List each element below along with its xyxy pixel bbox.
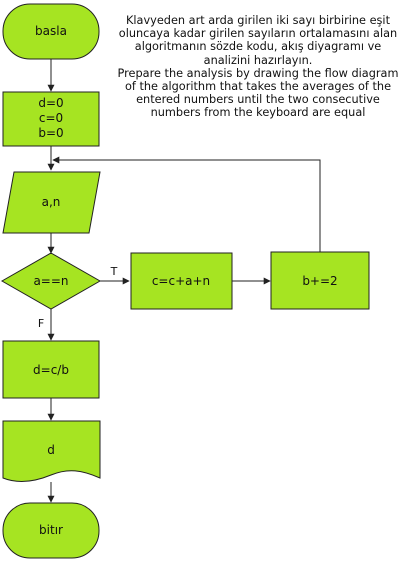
sum-node-label: c=c+a+n <box>152 274 210 288</box>
init-line-2: c=0 <box>39 111 63 125</box>
connectors <box>47 59 321 503</box>
count-node-shape <box>270 251 370 310</box>
description-line: analizini hazırlayın. <box>203 53 313 67</box>
average-node-shape <box>2 340 100 399</box>
init-line-1: d=0 <box>38 96 63 110</box>
description-line: numbers from the keyboard are equal <box>150 106 366 120</box>
input-node-label: a,n <box>42 195 61 209</box>
init-line-3: b=0 <box>38 126 63 140</box>
init-node-shape <box>2 91 100 147</box>
end-node: bitır <box>2 502 100 559</box>
description-line: oluncaya kadar girilen sayıların ortalam… <box>118 27 398 41</box>
edge-count-loop-back <box>52 156 321 252</box>
count-node: b+=2 <box>270 251 370 310</box>
description-line: algoritmanın sözde kodu, akış diyagramı … <box>134 40 382 54</box>
true-edge-label: T <box>110 265 118 278</box>
input-node-shape <box>2 171 101 234</box>
false-edge-label: F <box>38 317 44 330</box>
decision-node-shape <box>0 252 102 310</box>
start-node: basla <box>2 3 100 60</box>
input-node: a,n <box>2 171 101 234</box>
start-node-label: basla <box>35 24 67 38</box>
sum-node: c=c+a+n <box>130 252 233 310</box>
description-line: of the algorithm that takes the averages… <box>124 80 392 94</box>
decision-node-label: a==n <box>33 274 68 288</box>
output-node-label: d <box>47 443 55 457</box>
end-node-label: bitır <box>39 523 63 537</box>
average-node: d=c/b <box>2 340 100 399</box>
output-node: d <box>2 420 101 483</box>
decision-node: a==n <box>0 252 102 310</box>
problem-description: Klavyeden art arda girilen iki sayı birb… <box>108 14 408 120</box>
init-node: d=0 c=0 b=0 <box>2 91 100 147</box>
output-node-shape <box>2 420 101 483</box>
end-node-shape <box>2 502 100 559</box>
sum-node-shape <box>130 252 233 310</box>
description-line: entered numbers until the two consecutiv… <box>136 93 380 107</box>
description-line: Klavyeden art arda girilen iki sayı birb… <box>125 14 391 27</box>
count-node-label: b+=2 <box>302 274 337 288</box>
start-node-shape <box>2 3 100 60</box>
description-line: Prepare the analysis by drawing the flow… <box>117 66 399 80</box>
average-node-label: d=c/b <box>33 363 69 377</box>
